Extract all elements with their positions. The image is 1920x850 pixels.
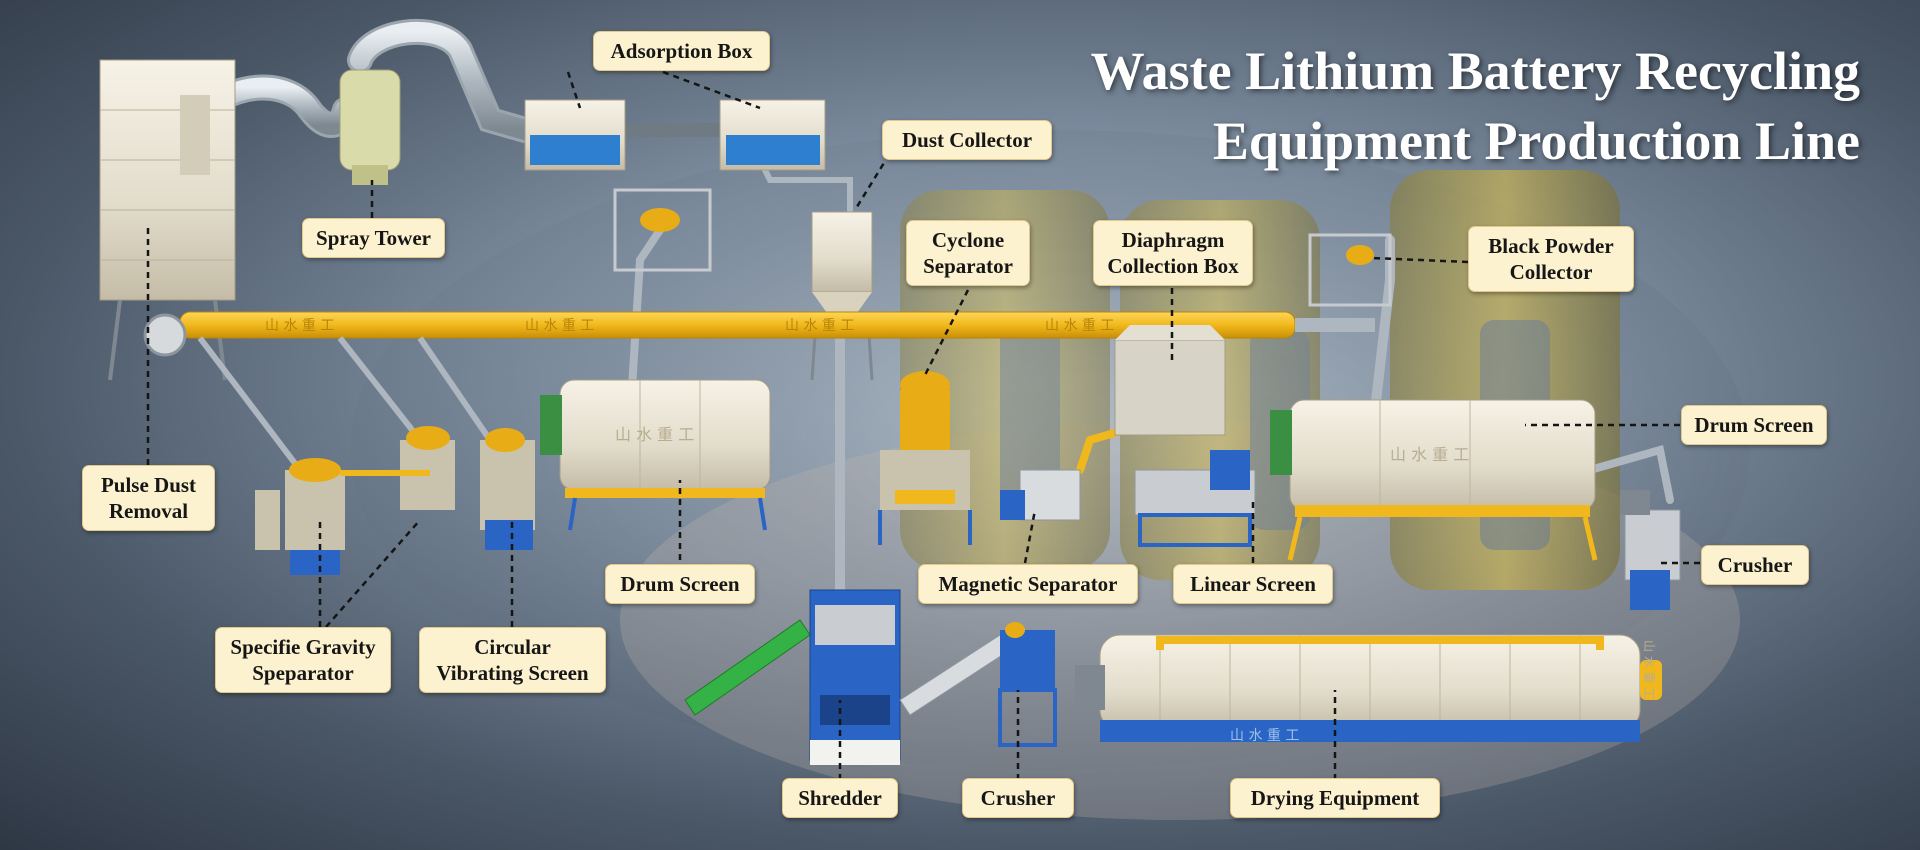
label-shredder: Shredder (782, 778, 898, 818)
drum-screen-right-unit (1270, 233, 1598, 561)
label-line: Diaphragm (1121, 228, 1225, 252)
drum-screen-center-unit (540, 188, 771, 531)
label-pulse-dust-removal: Pulse Dust Removal (82, 465, 215, 531)
label-circular-vibrating-screen: Circular Vibrating Screen (419, 627, 606, 693)
label-dust-collector: Dust Collector (882, 120, 1052, 160)
label-line: Vibrating Screen (436, 661, 589, 685)
crusher-right-unit (1620, 490, 1681, 610)
label-magnetic-separator: Magnetic Separator (918, 564, 1138, 604)
spray-tower-unit (339, 69, 401, 185)
brand-mark: 山 水 重 工 (1642, 640, 1656, 699)
label-line: Collection Box (1107, 254, 1239, 278)
diaphragm-collection-box-unit (1114, 325, 1226, 436)
label-crusher-bottom: Crusher (962, 778, 1074, 818)
label-crusher-right: Crusher (1701, 545, 1809, 585)
label-cyclone-separator: Cyclone Separator (906, 220, 1030, 286)
label-line: Collector (1509, 260, 1593, 284)
label-line: Specifie Gravity (230, 635, 376, 659)
brand-mark: 山 水 重 工 (525, 318, 594, 334)
shredder-unit (684, 589, 901, 765)
label-spray-tower: Spray Tower (302, 218, 445, 258)
label-line: Speparator (252, 661, 354, 685)
label-line: Pulse Dust (100, 473, 197, 497)
label-drum-screen-right: Drum Screen (1681, 405, 1827, 445)
label-line: Removal (108, 499, 189, 523)
label-drying-equipment: Drying Equipment (1230, 778, 1440, 818)
label-linear-screen: Linear Screen (1173, 564, 1333, 604)
crusher-bottom-unit (899, 622, 1057, 747)
label-line: Separator (923, 254, 1013, 278)
label-line: Circular (474, 635, 551, 659)
brand-mark: 山 水 重 工 (1045, 318, 1114, 334)
magnetic-separator-and-linear-screen (1000, 450, 1256, 547)
title-line-1: Waste Lithium Battery Recycling (1090, 41, 1860, 101)
brand-mark: 山 水 重 工 (1230, 728, 1299, 744)
page-title: Waste Lithium Battery Recycling Equipmen… (960, 36, 1860, 176)
adsorption-boxes (524, 99, 826, 171)
label-drum-screen-center: Drum Screen (605, 564, 755, 604)
cyclone-separator-unit (878, 371, 972, 545)
drying-equipment-unit (1075, 634, 1662, 742)
brand-mark: 山 水 重 工 (785, 318, 854, 334)
brand-mark: 山 水 重 工 (265, 318, 334, 334)
label-diaphragm-collection-box: Diaphragm Collection Box (1093, 220, 1253, 286)
brand-mark: 山 水 重 工 (1390, 445, 1469, 464)
pulse-dust-removal-unit (99, 59, 236, 381)
brand-mark: 山 水 重 工 (615, 425, 694, 444)
left-separator-machines (197, 336, 535, 575)
brand-marks: 山 水 重 工 山 水 重 工 山 水 重 工 山 水 重 工 山 水 重 工 … (265, 318, 1656, 744)
label-specific-gravity-separator: Specifie Gravity Speparator (215, 627, 391, 693)
label-line: Cyclone (931, 228, 1005, 252)
main-screw-conveyor (143, 311, 1375, 357)
label-line: Black Powder (1488, 234, 1614, 258)
title-line-2: Equipment Production Line (1212, 111, 1860, 171)
dust-collector-unit (810, 211, 874, 381)
label-adsorption-box: Adsorption Box (593, 31, 770, 71)
label-black-powder-collector: Black Powder Collector (1468, 226, 1634, 292)
